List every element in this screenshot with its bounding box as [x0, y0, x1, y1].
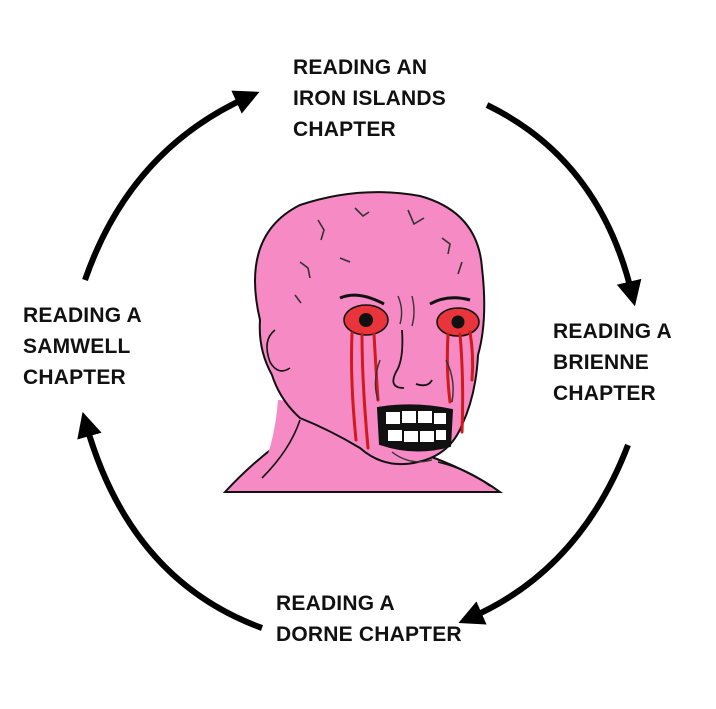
mouth: [376, 404, 454, 452]
jaw-line: [391, 451, 433, 463]
label-line: CHAPTER: [23, 366, 126, 389]
label-line: READING A: [553, 320, 672, 343]
neck-lines: [261, 419, 491, 487]
curved-arrow-icon: [458, 443, 631, 625]
label-line: CHAPTER: [553, 382, 656, 405]
label-line: BRIENNE: [553, 351, 649, 374]
label-line: SAMWELL: [23, 335, 131, 358]
right-brow: [429, 296, 471, 306]
label-brienne: READING A BRIENNE CHAPTER: [553, 316, 672, 409]
label-dorne: READING A DORNE CHAPTER: [276, 588, 462, 650]
nose: [392, 329, 433, 389]
cheek-lines: [374, 359, 454, 403]
blood-tears: [350, 330, 475, 450]
frown-lines: [397, 295, 415, 327]
left-eye: [343, 304, 389, 336]
label-line: IRON ISLANDS: [293, 87, 446, 110]
label-line: READING A: [276, 592, 395, 615]
label-iron-islands: READING AN IRON ISLANDS CHAPTER: [293, 52, 446, 145]
curved-arrow-icon: [82, 90, 260, 281]
forehead-veins: [294, 207, 463, 304]
label-line: CHAPTER: [293, 118, 396, 141]
curved-arrow-icon: [485, 102, 642, 307]
left-brow: [339, 293, 385, 306]
ear: [266, 329, 291, 372]
label-line: READING AN: [293, 56, 428, 79]
label-line: DORNE CHAPTER: [276, 623, 462, 646]
label-samwell: READING A SAMWELL CHAPTER: [23, 300, 142, 393]
label-line: READING A: [23, 304, 142, 327]
curved-arrow-icon: [77, 411, 264, 631]
right-eye: [436, 307, 480, 337]
